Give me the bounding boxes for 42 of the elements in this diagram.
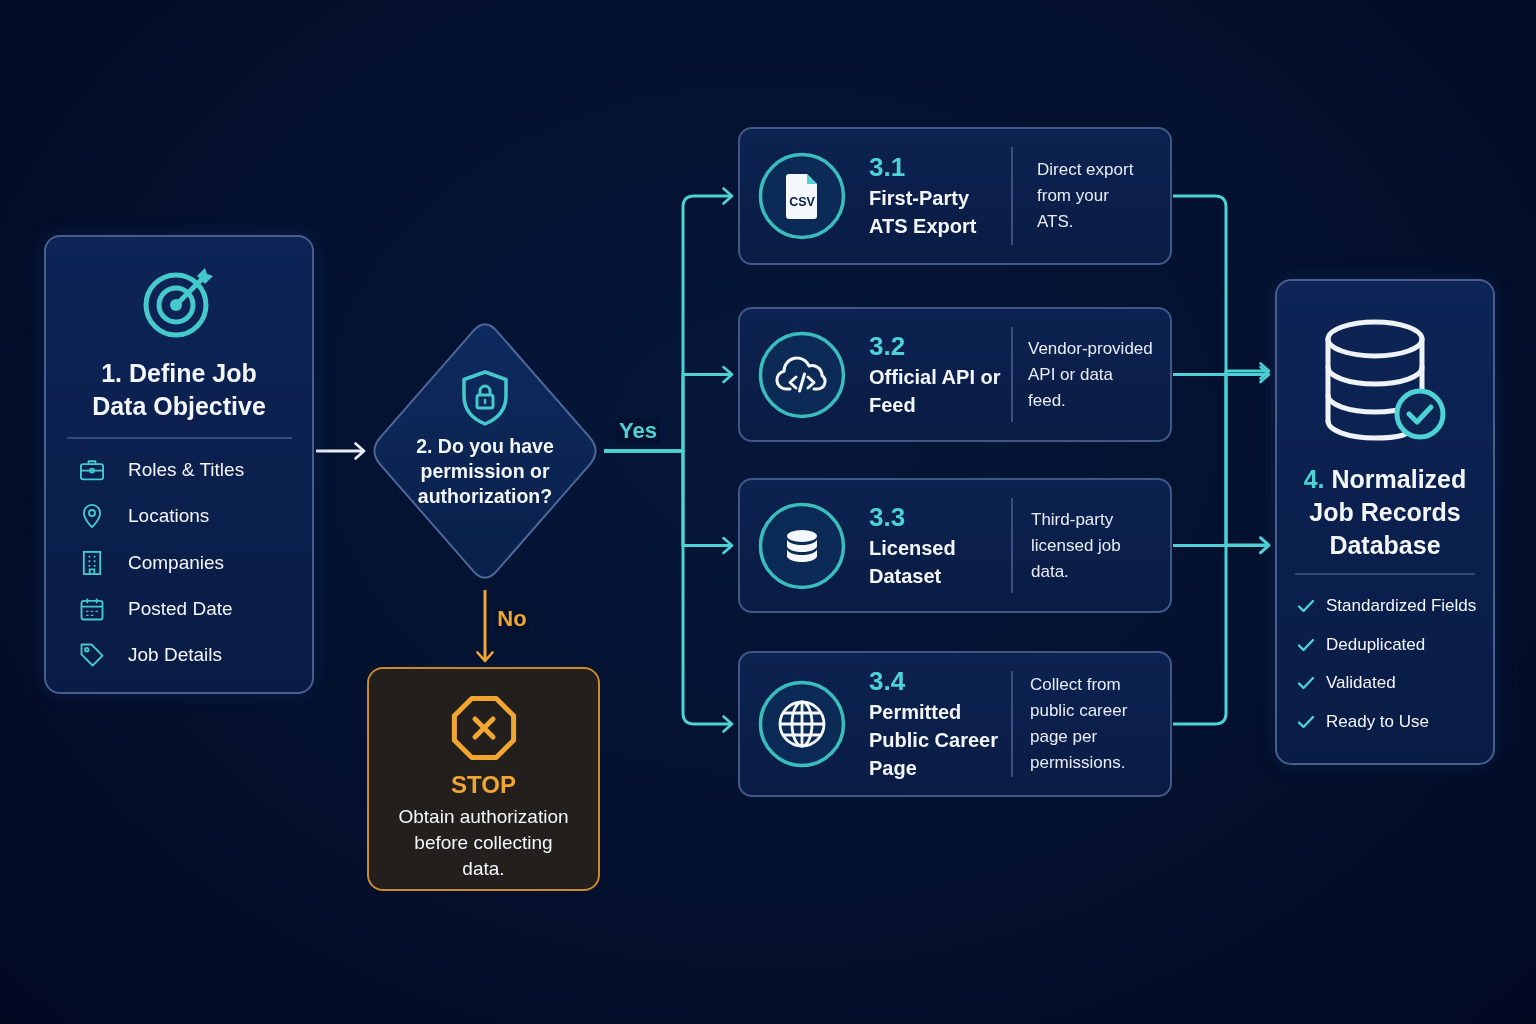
source-description: Direct export from your ATS.	[1037, 159, 1135, 233]
step-number: 3.2	[869, 330, 906, 361]
step-number: 3.3	[869, 501, 906, 532]
step-number: 3.1	[869, 152, 906, 182]
list-item-text: Posted Date	[128, 596, 233, 621]
step-number: 3.4	[869, 666, 906, 696]
list-item-text: Standardized Fields	[1326, 595, 1477, 617]
source-card	[738, 307, 1172, 442]
stop-message: Obtain authorization before collecting data.	[397, 805, 570, 881]
edge-label: No	[494, 606, 530, 632]
list-item-text: Locations	[128, 504, 210, 529]
list-item-text: Deduplicated	[1326, 633, 1426, 656]
source-title: First-Party ATS Export	[869, 186, 978, 239]
file-type-text: CSV	[789, 195, 815, 209]
list-item-text: Companies	[128, 550, 225, 575]
source-card	[738, 651, 1172, 797]
connector-arrow	[476, 590, 494, 663]
source-card	[738, 127, 1172, 265]
list-item-text: Roles & Titles	[128, 458, 245, 482]
database-card	[1275, 279, 1495, 765]
list-item-text: Ready to Use	[1326, 711, 1429, 734]
stop-card	[367, 667, 600, 891]
connector-arrow	[1173, 365, 1271, 384]
list-item-text: Validated	[1326, 672, 1396, 695]
edge-label: Yes	[616, 418, 660, 444]
objective-card	[44, 235, 314, 694]
connector-arrow	[604, 449, 734, 733]
decision-text: 2. Do you have permission or authorization?	[415, 434, 555, 509]
card-heading: 4. Normalized Job Records Database	[1302, 464, 1468, 561]
source-title: Licensed Dataset	[869, 535, 957, 589]
connector-arrow	[1173, 362, 1271, 726]
card-heading: 1. Define Job Data Objective	[91, 358, 267, 422]
source-title: Official API or Feed	[869, 364, 1002, 418]
connector-arrow	[316, 442, 366, 460]
list-item-text: Job Details	[128, 643, 222, 668]
source-description: Third-party licensed job data.	[1031, 508, 1122, 583]
source-description: Vendor-provided API or data feed.	[1028, 337, 1154, 412]
source-description: Collect from public career page per permissions.	[1030, 674, 1129, 774]
stop-heading: STOP	[451, 771, 516, 799]
connector-arrow	[1173, 536, 1271, 555]
source-card	[738, 478, 1172, 613]
source-title: Permitted Public Career Page	[869, 700, 999, 781]
